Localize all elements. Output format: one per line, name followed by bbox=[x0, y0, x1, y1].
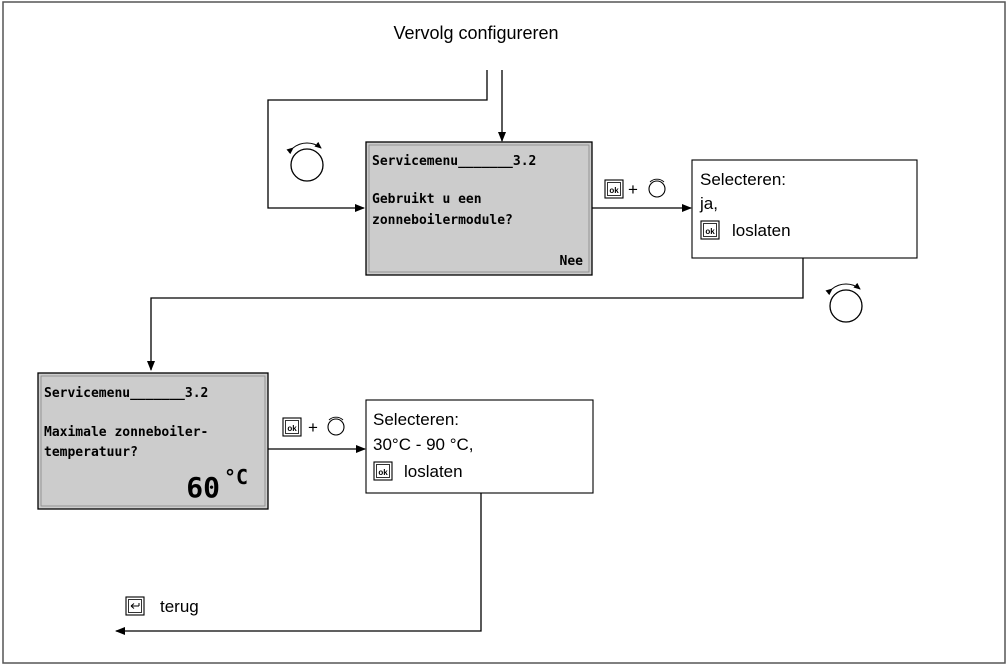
action2-line2: loslaten bbox=[404, 462, 463, 481]
screen2-value: 60 bbox=[186, 471, 220, 504]
action2-line1: 30°C - 90 °C, bbox=[373, 435, 474, 454]
plus-sign: + bbox=[628, 180, 638, 199]
ok-key-icon bbox=[282, 417, 302, 437]
action1-line1: ja, bbox=[699, 194, 718, 213]
connectors bbox=[115, 70, 804, 635]
arrow-action1-to-screen2 bbox=[147, 258, 804, 371]
action1-line2: loslaten bbox=[732, 221, 791, 240]
ok-key-label: ok bbox=[287, 424, 297, 433]
ok-key-icon: ok bbox=[373, 461, 393, 481]
screen2-line1: Maximale zonneboiler- bbox=[44, 425, 208, 440]
ok-plus-knob-hint: ok + bbox=[282, 416, 345, 437]
screen2-line2: temperatuur? bbox=[44, 445, 138, 460]
ok-key-label: ok bbox=[705, 227, 715, 236]
screen1-title: Servicemenu_______3.2 bbox=[372, 154, 536, 169]
screen1-line1: Gebruikt u een bbox=[372, 192, 482, 207]
screen2-title: Servicemenu_______3.2 bbox=[44, 386, 208, 401]
ok-key-label: ok bbox=[378, 468, 388, 477]
action2-title: Selecteren: bbox=[373, 410, 459, 429]
action-box-1: Selecteren: ja, ok loslaten bbox=[691, 159, 918, 259]
screen2-unit: °C bbox=[224, 465, 248, 489]
rotary-knob-icon bbox=[327, 416, 345, 436]
screen1-value: Nee bbox=[560, 254, 584, 269]
back-label: terug bbox=[160, 597, 199, 616]
back-key-icon bbox=[125, 596, 145, 616]
rotary-knob-icon bbox=[648, 178, 666, 198]
ok-key-icon bbox=[604, 179, 624, 199]
loop-back-line bbox=[267, 70, 488, 212]
action1-title: Selecteren: bbox=[700, 170, 786, 189]
lcd-screen-2: Servicemenu_______3.2 Maximale zonneboil… bbox=[37, 372, 269, 510]
ok-key-label: ok bbox=[609, 186, 619, 195]
lcd-screen-1: Servicemenu_______3.2 Gebruikt u een zon… bbox=[365, 141, 593, 276]
arrow-back bbox=[115, 493, 482, 635]
screen1-line2: zonneboilermodule? bbox=[372, 213, 513, 228]
ok-key-icon: ok bbox=[700, 220, 720, 240]
top-label: Vervolg configureren bbox=[393, 23, 558, 43]
action-box-2: Selecteren: 30°C - 90 °C, ok loslaten bbox=[365, 399, 594, 494]
ok-plus-knob-hint: ok + bbox=[604, 178, 666, 199]
rotary-knob-icon bbox=[825, 282, 863, 323]
rotary-knob-icon bbox=[286, 141, 324, 182]
plus-sign: + bbox=[308, 418, 318, 437]
